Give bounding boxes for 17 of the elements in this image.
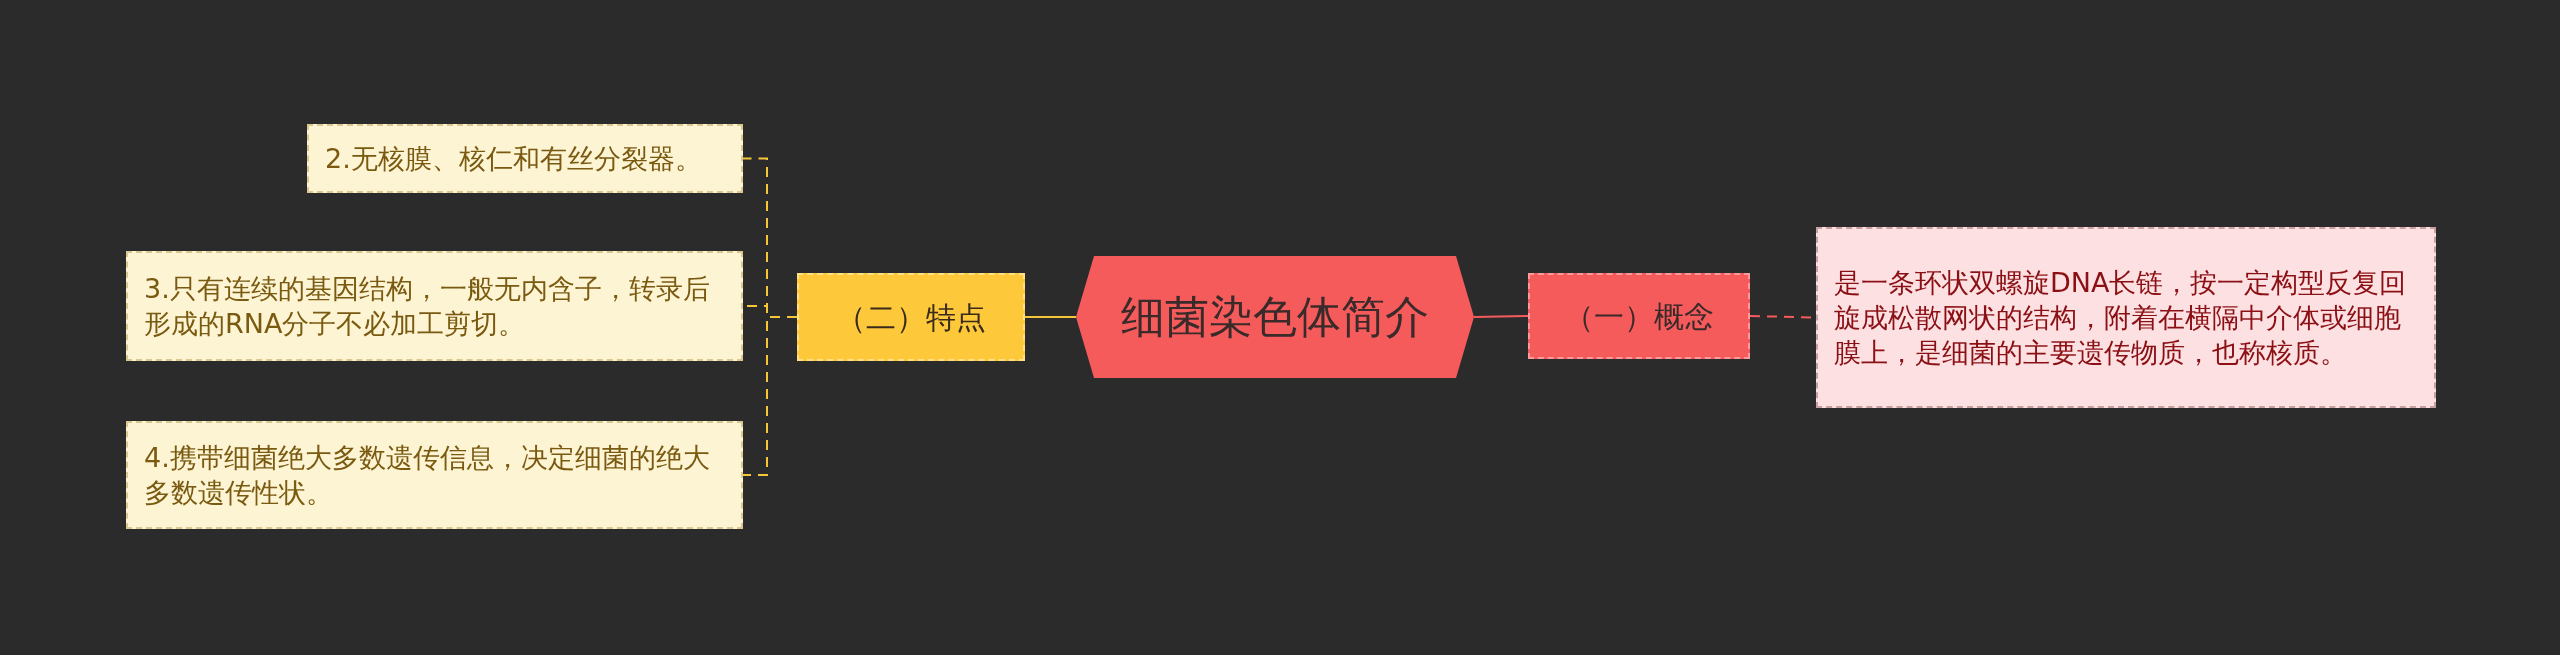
topic-box	[1528, 273, 1750, 359]
topic-title: 细菌染色体简介	[1121, 290, 1429, 345]
note-text: 是一条环状双螺旋DNA长链，按一定构型反复回旋成松散网状的结构，附着在横隔中介体或细胞膜上，是细菌的主要遗传物质，也称核质。	[1834, 265, 2408, 371]
topic-label: （一）概念	[1564, 297, 1714, 336]
note-box	[1816, 227, 2436, 408]
connector	[1024, 316, 1077, 318]
note-box	[126, 251, 743, 361]
connector	[1473, 315, 1529, 318]
topic-label: （二）特点	[836, 298, 986, 337]
connector	[742, 316, 798, 476]
note-box	[307, 124, 743, 193]
note-box	[126, 421, 743, 529]
central-topic	[1076, 256, 1474, 378]
note-text: 4.携带细菌绝大多数遗传信息，决定细菌的绝大多数遗传性状。	[144, 440, 711, 510]
topic-box	[797, 273, 1025, 361]
note-text: 3.只有连续的基因结构，一般无内含子，转录后形成的RNA分子不必加工剪切。	[144, 271, 711, 341]
note-text: 2.无核膜、核仁和有丝分裂器。	[325, 141, 702, 176]
